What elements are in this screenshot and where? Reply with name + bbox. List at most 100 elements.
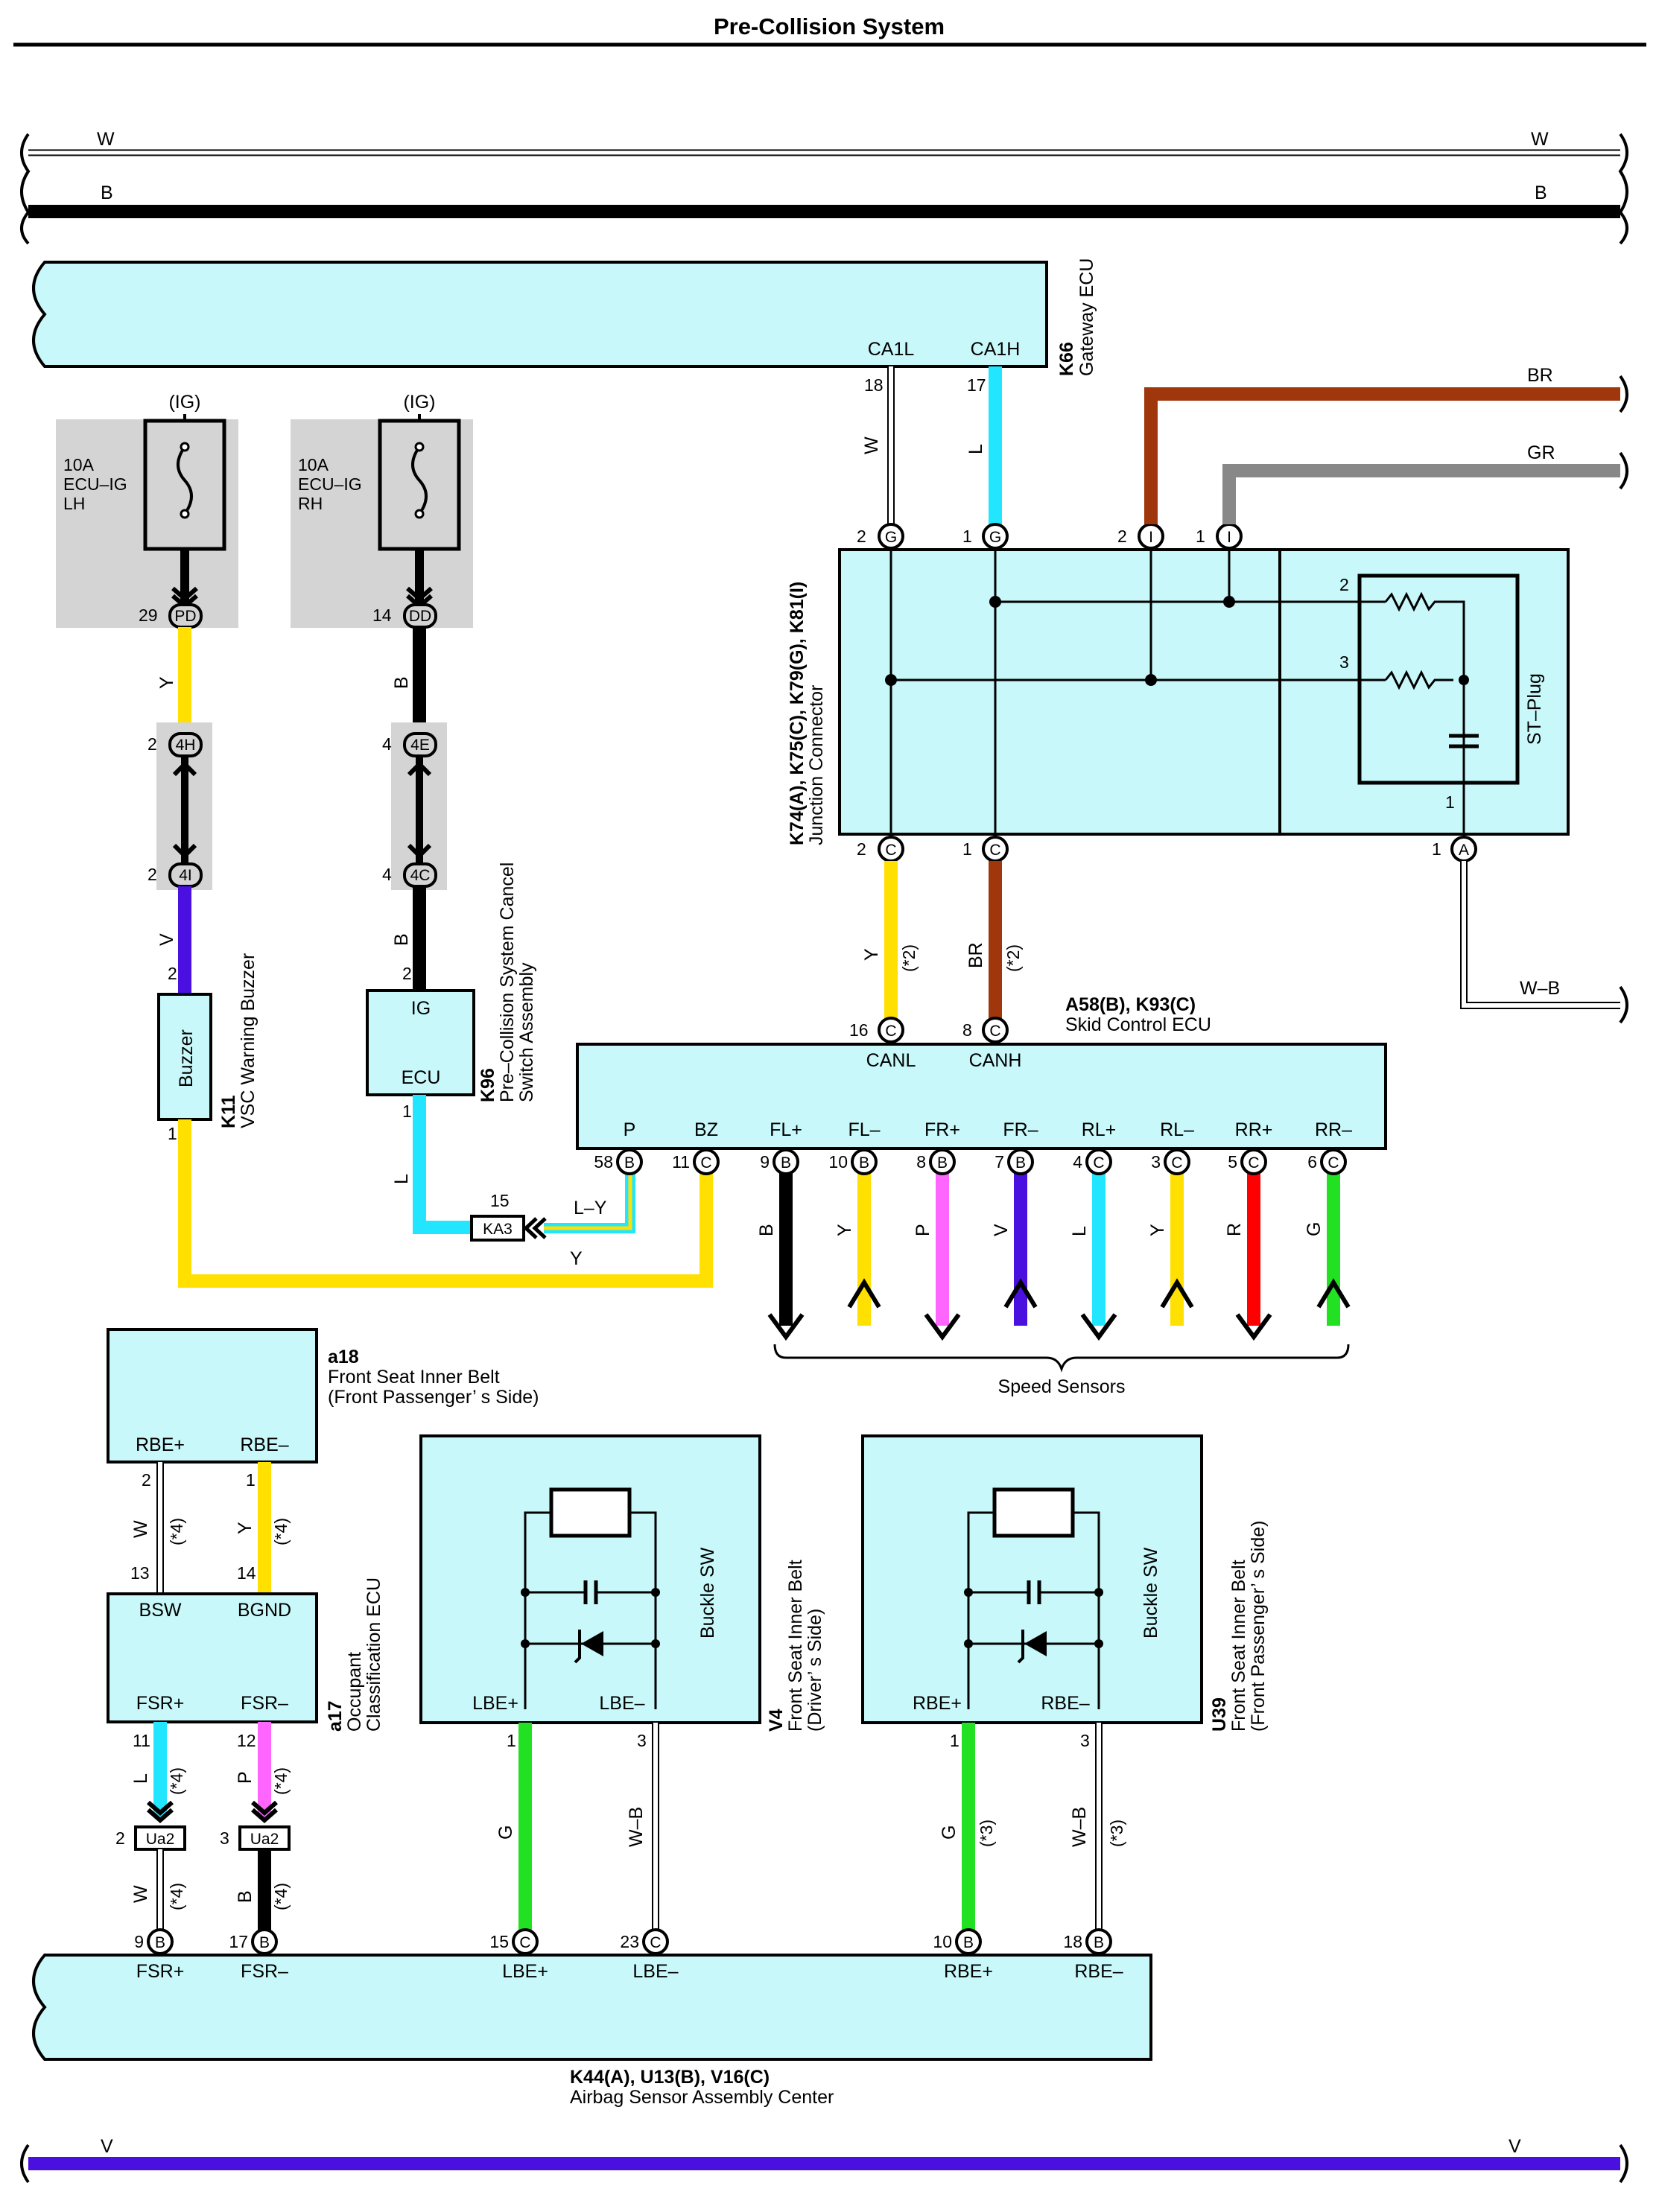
wire-label-wb: W–B xyxy=(1520,978,1560,999)
cancel-switch-name: Switch Assembly xyxy=(516,962,537,1102)
pin-num: 3 xyxy=(1080,1731,1090,1750)
wire-label: Y xyxy=(834,1224,855,1236)
gateway-pin-ca1l: CA1L xyxy=(868,339,915,360)
connector-4c: 4C xyxy=(410,867,431,884)
pin-i: I xyxy=(1227,529,1231,546)
gateway-code: K66 xyxy=(1056,342,1077,376)
wire-label-b-left: B xyxy=(101,182,113,203)
skid-pin-label: RR+ xyxy=(1235,1119,1273,1140)
vsc-warning-buzzer: Buzzer K11 VSC Warning Buzzer xyxy=(157,953,258,1128)
pin-c: C xyxy=(989,842,1000,859)
wire-label-v-left: V xyxy=(101,2136,113,2157)
pin-num: 23 xyxy=(620,1932,639,1951)
a17-code: a17 xyxy=(325,1700,346,1732)
junction-bottom-pins: C 2 C 1 A 1 xyxy=(857,836,1477,862)
arrow-down-icon xyxy=(767,1313,805,1341)
skid-pin-label: FR+ xyxy=(924,1119,960,1140)
pin-num: 15 xyxy=(490,1191,510,1210)
pin-num: 12 xyxy=(237,1731,256,1750)
pin-c: C xyxy=(885,842,896,859)
st-plug-pin: 1 xyxy=(1445,792,1455,812)
junction-name: Junction Connector xyxy=(806,685,827,845)
a18-name: Front Seat Inner Belt xyxy=(328,1367,500,1388)
a17-pin-fsr-plus: FSR+ xyxy=(136,1693,185,1714)
pin-num: 9 xyxy=(760,1152,770,1172)
skid-pin-label: BZ xyxy=(694,1119,718,1140)
fuse-rating: 10A xyxy=(63,455,95,474)
wire-label-b-right: B xyxy=(1535,182,1547,203)
ig-label: (IG) xyxy=(168,392,200,413)
pin-letter: B xyxy=(1094,1934,1104,1951)
a17-pin-bsw: BSW xyxy=(139,1600,182,1621)
pin-num: 6 xyxy=(1307,1152,1317,1172)
wire-label: B xyxy=(391,676,412,689)
a17-name: Occupant xyxy=(344,1652,365,1732)
wire-label: B xyxy=(391,933,412,946)
pin-a: A xyxy=(1459,842,1469,859)
pin-c: C xyxy=(885,1023,896,1040)
cancel-switch-ecu: ECU xyxy=(402,1067,441,1088)
wire-label: W–B xyxy=(1069,1807,1090,1847)
pin-num: 1 xyxy=(507,1731,516,1750)
note-label: (*3) xyxy=(1107,1820,1126,1847)
pin-g: G xyxy=(885,529,897,546)
wire-label: P xyxy=(913,1224,933,1236)
wire-label: B xyxy=(756,1224,777,1236)
ua2-label: Ua2 xyxy=(146,1831,175,1848)
pin-letter: C xyxy=(1093,1154,1104,1172)
wire-label: G xyxy=(1304,1222,1325,1236)
wire-label-y: Y xyxy=(570,1248,583,1269)
occupant-classification-ecu-a17: 13 14 BSW BGND FSR+ FSR– a17 Occupant Cl… xyxy=(107,1563,384,1732)
gateway-pin-ca1h: CA1H xyxy=(971,339,1021,360)
wire-label-w-left: W xyxy=(97,129,115,150)
pin-c: C xyxy=(989,1023,1000,1040)
arrow-up-icon xyxy=(1003,1278,1038,1309)
arrow-up-icon xyxy=(847,1278,881,1309)
pin-num: 1 xyxy=(402,1102,412,1121)
pin-num: 2 xyxy=(142,1470,151,1490)
skid-ecu-name: Skid Control ECU xyxy=(1065,1014,1211,1035)
terminal-pd: PD xyxy=(174,608,196,625)
note-label: (*4) xyxy=(271,1767,291,1795)
airbag-pin-label: LBE+ xyxy=(502,1961,548,1982)
fuse-name: LH xyxy=(63,494,85,513)
wire-label: B xyxy=(235,1890,256,1903)
skid-pin-7: RL+LC4 xyxy=(1069,1119,1117,1341)
pin-num: 2 xyxy=(147,734,157,754)
pin-num: 2 xyxy=(857,839,866,859)
wire-label: V xyxy=(156,933,177,946)
skid-pin-9: RR+RC5 xyxy=(1224,1119,1273,1341)
skid-pin-10: RR–GC6 xyxy=(1304,1119,1352,1326)
skid-pin-label: RR– xyxy=(1315,1119,1352,1140)
pin-letter: B xyxy=(259,1934,270,1951)
v4-buckle-sw: Buckle SW xyxy=(697,1547,718,1639)
cancel-switch-assembly: IG ECU K96 Pre–Collision System Cancel S… xyxy=(366,862,537,1102)
connector-ka3: KA3 15 xyxy=(470,1191,547,1242)
note-label: (*4) xyxy=(167,1767,186,1795)
pin-num: 2 xyxy=(115,1828,125,1848)
pin-num: 1 xyxy=(1432,839,1441,859)
skid-pin-canh: CANH xyxy=(969,1050,1022,1071)
pin-num: 29 xyxy=(139,606,158,625)
pin-num-17: 17 xyxy=(967,375,986,395)
skid-ecu-pins: PB58BZC11FL+BB9FL–YB10FR+PB8FR–VB7RL+LC4… xyxy=(594,1119,1352,1341)
pin-letter: B xyxy=(937,1154,948,1172)
skid-pin-8: RL–YC3 xyxy=(1147,1119,1194,1326)
airbag-pin-label: LBE– xyxy=(632,1961,678,1982)
arrow-down-icon xyxy=(1235,1313,1272,1341)
connector-ua2: Ua2 2 Ua2 3 xyxy=(115,1825,291,1851)
wire-label-gr: GR xyxy=(1527,442,1555,463)
ka3-label: KA3 xyxy=(483,1221,513,1238)
connector-4h-4i: 4H 2 4I 2 xyxy=(147,732,203,888)
airbag-codes: K44(A), U13(B), V16(C) xyxy=(570,2067,770,2088)
pin-num: 13 xyxy=(130,1563,150,1583)
buzzer-code: K11 xyxy=(218,1095,239,1128)
a17-pin-fsr-minus: FSR– xyxy=(241,1693,288,1714)
skid-pin-label: RL+ xyxy=(1082,1119,1117,1140)
wire-label: Y xyxy=(1147,1224,1168,1236)
note-label: (*2) xyxy=(899,944,919,972)
airbag-pin-label: FSR– xyxy=(241,1961,288,1982)
